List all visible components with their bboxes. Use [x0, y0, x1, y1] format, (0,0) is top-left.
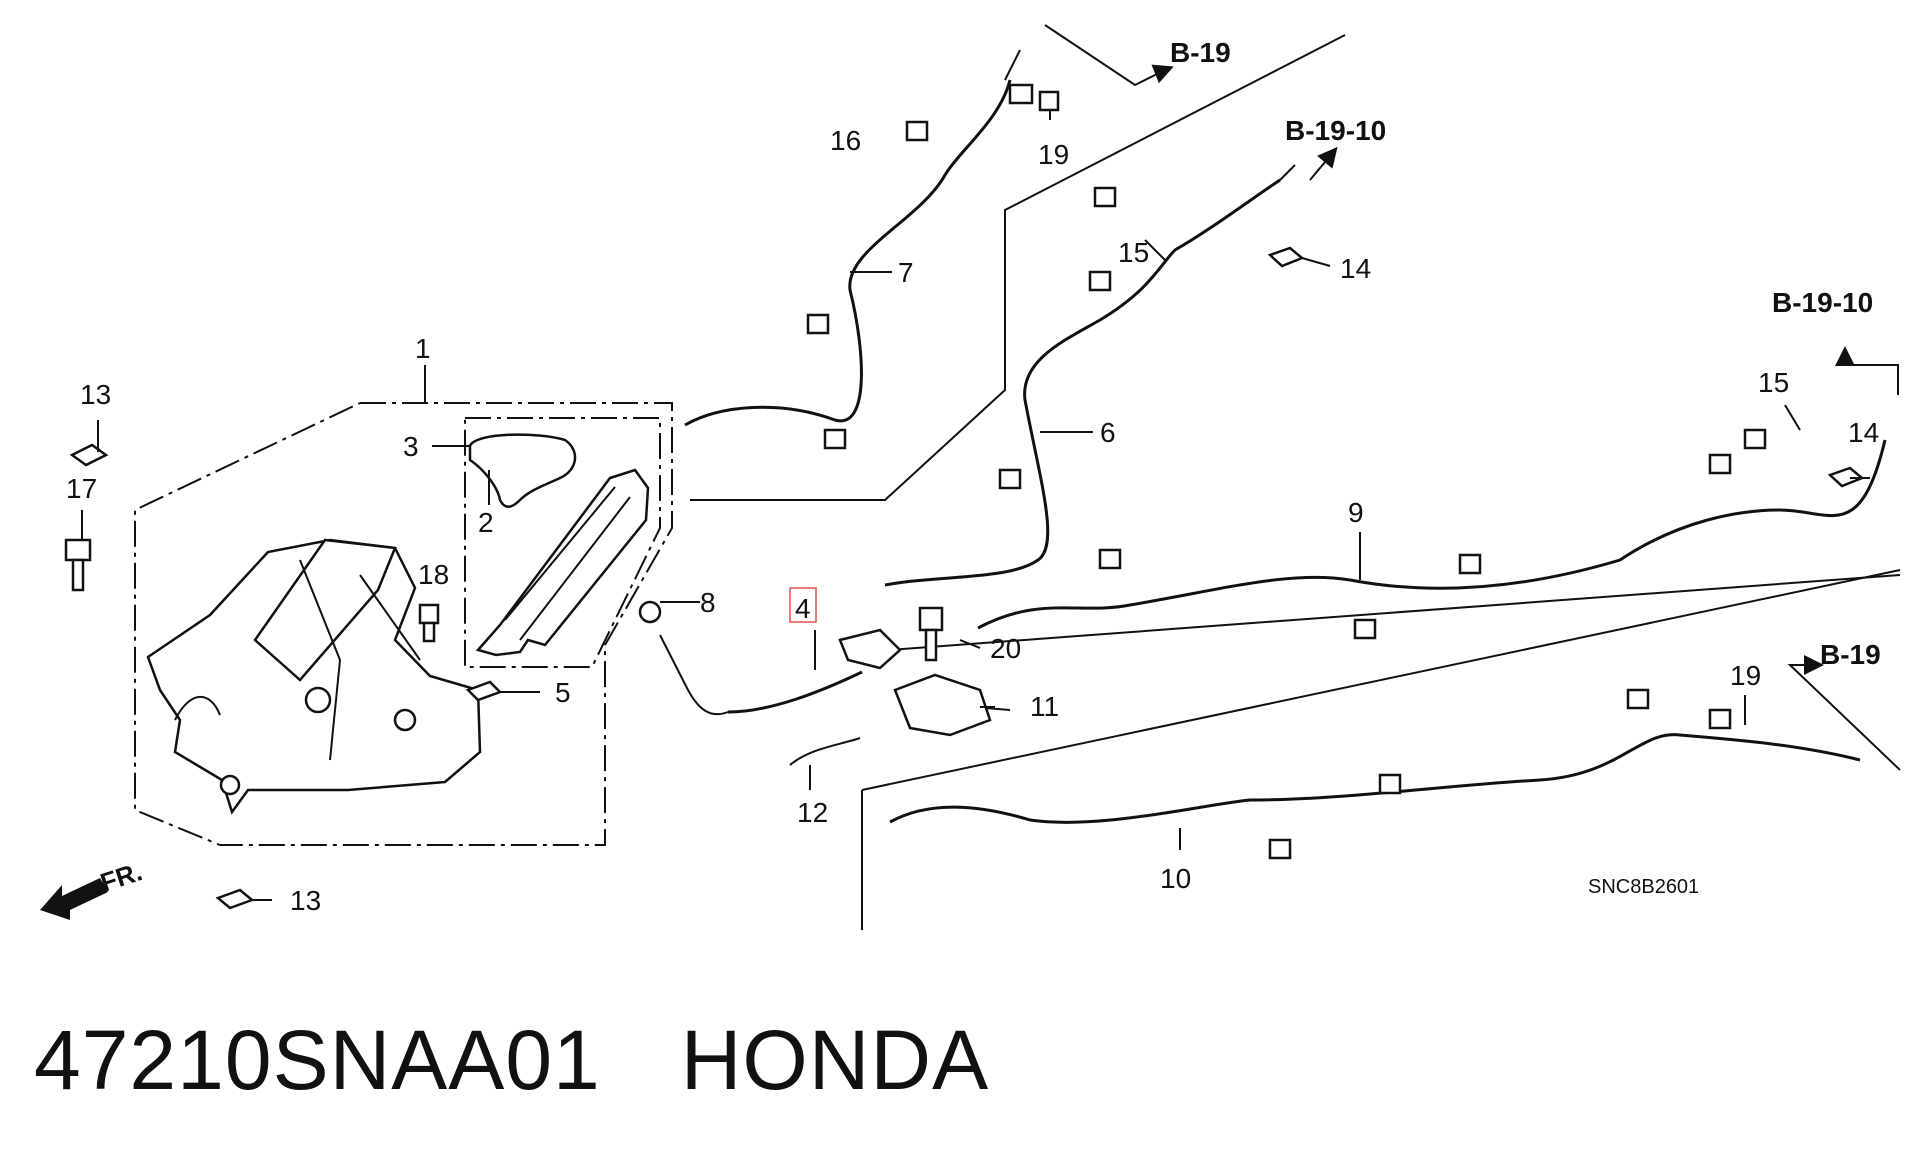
ref-b19-top: B-19: [1170, 37, 1231, 68]
front-marker-label: FR.: [97, 856, 146, 897]
callout-2: 2: [478, 507, 494, 538]
leader-lines: [81, 110, 1870, 901]
reference-arrows: [1044, 24, 1901, 771]
cable-part-10: [889, 688, 1861, 860]
callout-18: 18: [418, 559, 449, 590]
ref-b1910-top: B-19-10: [1285, 115, 1386, 146]
lever-cover-part-3: [475, 468, 650, 657]
callout-20: 20: [990, 633, 1021, 664]
brand-name: HONDA: [680, 1013, 990, 1107]
region-dividers: [690, 34, 1901, 930]
front-direction-marker: FR.: [40, 856, 146, 920]
callout-17: 17: [66, 473, 97, 504]
callout-1: 1: [415, 333, 431, 364]
callout-6: 6: [1100, 417, 1116, 448]
callout-labels: 1 2 3 4 5 6 7 8 9 10 11 12 13 13 14 14 1…: [66, 125, 1879, 916]
callout-5: 5: [555, 677, 571, 708]
highlight-box-part-4: [789, 587, 817, 623]
callout-4: 4: [795, 593, 811, 624]
part-number: 47210SNAA01: [34, 1013, 601, 1107]
cable-part-9: [977, 428, 1887, 640]
callout-15-upper: 15: [1118, 237, 1149, 268]
callout-16: 16: [830, 125, 861, 156]
callout-15-right: 15: [1758, 367, 1789, 398]
callout-9: 9: [1348, 497, 1364, 528]
callout-19-top: 19: [1038, 139, 1069, 170]
callout-14-upper: 14: [1340, 253, 1371, 284]
part-footer: 47210SNAA01 HONDA: [34, 1012, 989, 1109]
section-references: B-19 B-19-10 B-19-10 B-19: [1170, 37, 1881, 670]
cable-part-6: [884, 164, 1305, 587]
parking-brake-lever-assembly: [146, 538, 482, 815]
callout-19-right: 19: [1730, 660, 1761, 691]
callout-7: 7: [898, 257, 914, 288]
callout-3: 3: [403, 431, 419, 462]
center-parts: [638, 600, 992, 766]
cable-part-7: [684, 49, 1060, 450]
ref-b19-right: B-19: [1820, 639, 1881, 670]
callout-12: 12: [797, 797, 828, 828]
callout-10: 10: [1160, 863, 1191, 894]
callout-11: 11: [1030, 691, 1059, 722]
callout-13-bottom: 13: [290, 885, 321, 916]
diagram-code: SNC8B2601: [1588, 876, 1699, 898]
lever-assembly-outline: [134, 402, 673, 846]
callout-13-top: 13: [80, 379, 111, 410]
callout-14-right: 14: [1848, 417, 1879, 448]
ref-b1910-right: B-19-10: [1772, 287, 1873, 318]
callout-8: 8: [700, 587, 716, 618]
lever-grip-part-2: [468, 433, 577, 508]
